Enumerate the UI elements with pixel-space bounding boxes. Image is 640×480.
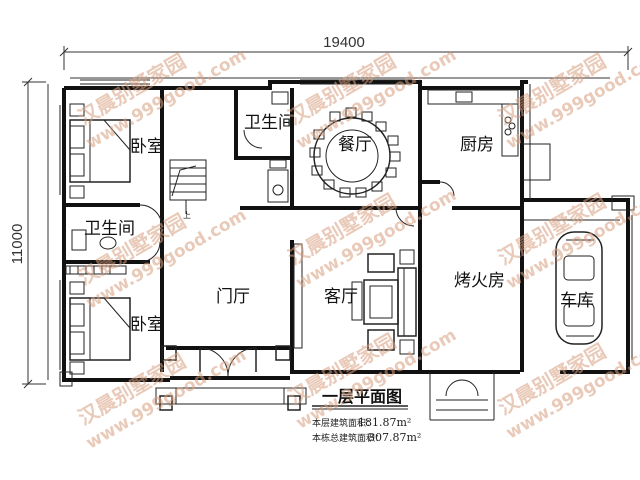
- floor-area-value: 181.87m²: [358, 416, 411, 429]
- bed-upper: [69, 103, 131, 199]
- total-area-label: 本栋总建筑面积：: [312, 432, 384, 444]
- windows: [59, 79, 635, 387]
- bathroom-left-fixtures: [71, 204, 163, 263]
- bed-lower: [65, 265, 131, 375]
- total-depth-label: 11000: [9, 224, 26, 265]
- watermark-9: 汉晨别墅家园 www.999good.com: [494, 335, 640, 443]
- room-label-living: 客厅: [324, 287, 358, 307]
- room-label-bathroom-top: 卫生间: [244, 113, 295, 133]
- interior-walls: [64, 88, 524, 372]
- stair: [169, 159, 207, 214]
- watermark-7: 汉晨别墅家园 www.999good.com: [74, 345, 250, 453]
- watermark-8: 汉晨别墅家园 www.999good.com: [284, 325, 460, 433]
- room-label-bedroom-upper: 卧室: [130, 137, 164, 157]
- dimension-top: [59, 46, 633, 79]
- dining-table: [309, 107, 401, 198]
- room-label-dining: 餐厅: [338, 135, 372, 155]
- room-label-bedroom-lower: 卧室: [130, 315, 164, 335]
- room-label-kitchen: 厨房: [460, 135, 494, 155]
- plan-title: 一层平面图: [322, 387, 402, 406]
- bathroom-top-fixtures: [243, 91, 289, 203]
- stair-up-label: 上: [183, 211, 191, 220]
- exterior-walls: [62, 80, 630, 382]
- living-furniture: [293, 207, 417, 355]
- room-label-foyer: 门厅: [216, 287, 250, 307]
- fireplace-door: [429, 372, 495, 421]
- kitchen-counters: [427, 89, 551, 197]
- dimension-left: [22, 77, 49, 389]
- total-area-value: 307.87m²: [368, 431, 421, 444]
- total-width-label: 19400: [323, 34, 365, 51]
- garage-car: [524, 219, 620, 345]
- floor-area-label: 本层建筑面积：: [312, 417, 375, 429]
- room-label-fireplace: 烤火房: [454, 271, 505, 291]
- room-label-bathroom-left: 卫生间: [84, 219, 135, 239]
- foyer-door: [155, 345, 307, 411]
- room-label-garage: 车库: [560, 291, 594, 311]
